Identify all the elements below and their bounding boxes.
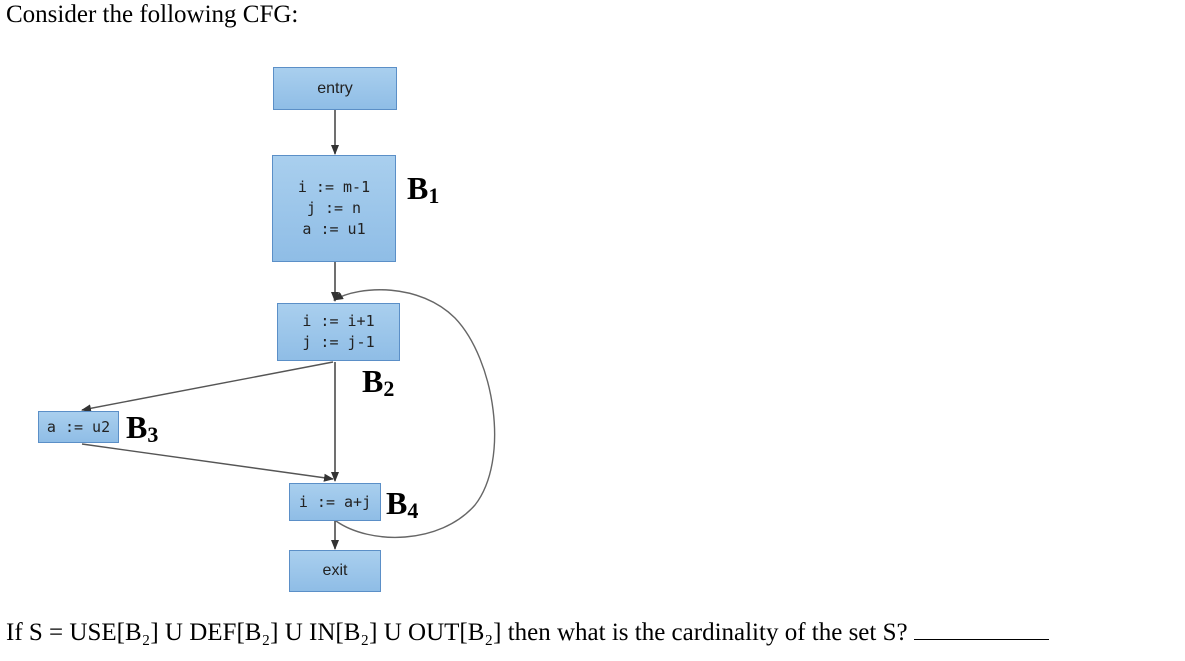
node-b3: a := u2 [38, 411, 119, 443]
block-label-b4-letter: B [386, 485, 408, 521]
node-b4: i := a+j [289, 483, 381, 521]
node-entry: entry [273, 67, 397, 110]
b1-stmt-3: a := u1 [302, 220, 366, 238]
node-b1: i := m-1 j := n a := u1 [272, 155, 396, 262]
answer-blank[interactable] [913, 615, 1049, 640]
block-label-b4: B4 [386, 486, 418, 524]
edge-b3-b4 [81, 443, 334, 482]
node-exit-text: exit [322, 562, 348, 579]
block-label-b4-sub: 4 [407, 498, 419, 523]
block-label-b3: B3 [126, 410, 158, 448]
block-label-b2-letter: B [362, 363, 384, 399]
node-exit: exit [289, 550, 381, 592]
block-label-b1-letter: B [407, 170, 429, 206]
edge-b4-b2-back [333, 289, 496, 539]
block-label-b2: B2 [362, 364, 394, 402]
intro-text: Consider the following CFG: [6, 1, 299, 28]
b4-stmt-1: i := a+j [298, 492, 372, 511]
b1-stmt-1: i := m-1 [297, 178, 371, 196]
block-label-b1-sub: 1 [428, 183, 440, 208]
node-entry-text: entry [317, 79, 353, 97]
b1-stmt-2: j := n [306, 199, 362, 217]
block-label-b1: B1 [407, 171, 439, 209]
edge-b2-b3 [81, 361, 334, 413]
question-line: If S = USE[B₂] U DEF[B₂] U IN[B₂] U OUT[… [6, 615, 1049, 648]
question-text: If S = USE[B₂] U DEF[B₂] U IN[B₂] U OUT[… [6, 619, 908, 646]
block-label-b3-letter: B [126, 409, 148, 445]
b3-stmt-1: a := u2 [46, 417, 111, 436]
block-label-b2-sub: 2 [383, 376, 395, 401]
b2-stmt-1: i := i+1 [302, 312, 375, 330]
b2-stmt-2: j := j-1 [302, 333, 375, 351]
node-b2: i := i+1 j := j-1 [277, 303, 400, 361]
block-label-b3-sub: 3 [147, 422, 159, 447]
